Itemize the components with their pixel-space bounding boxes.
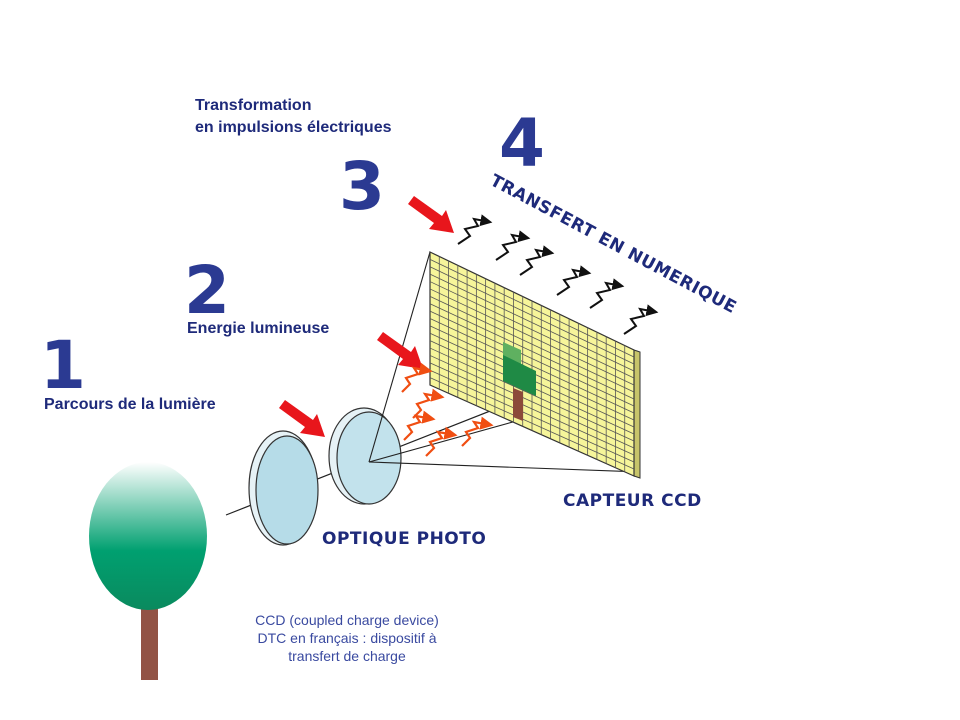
tree-trunk	[141, 600, 158, 680]
step-1-number: 1	[40, 327, 86, 404]
step-3: Transformation en impulsions électriques…	[195, 97, 392, 225]
light-cone	[368, 251, 641, 473]
optique-photo-label: OPTIQUE PHOTO	[322, 529, 486, 549]
note-line-1: CCD (coupled charge device)	[255, 612, 439, 628]
step-3-label-line1: Transformation	[195, 97, 311, 114]
sensor-tree-image-trunk	[513, 388, 523, 421]
step-4-number: 4	[499, 105, 545, 182]
step-1-label: Parcours de la lumière	[44, 396, 216, 413]
step-4-label: TRANSFERT EN NUMERIQUE	[487, 171, 740, 318]
ccd-note: CCD (coupled charge device) DTC en franç…	[255, 612, 439, 664]
capteur-ccd-label: CAPTEUR CCD	[563, 491, 702, 511]
red-arrow-3	[408, 196, 454, 233]
orange-sparks	[401, 362, 494, 457]
note-line-3: transfert de charge	[288, 648, 406, 664]
lens-2	[336, 411, 402, 505]
step-4: 4 TRANSFERT EN NUMERIQUE	[487, 105, 740, 318]
black-sparks	[457, 214, 659, 335]
step-3-label-line2: en impulsions électriques	[195, 119, 392, 136]
ccd-sensor	[429, 251, 641, 479]
red-arrow-2	[377, 332, 423, 369]
step-2-label: Energie lumineuse	[187, 320, 329, 337]
optique-photo	[248, 407, 402, 546]
sensor-tree-image-crown	[503, 355, 536, 396]
step-3-number: 3	[339, 148, 385, 225]
step-1: 1 Parcours de la lumière	[40, 327, 216, 413]
lens-1	[255, 435, 319, 545]
tree	[89, 462, 207, 680]
sensor-side	[633, 349, 641, 479]
step-2-number: 2	[184, 252, 230, 329]
red-arrows	[279, 196, 454, 437]
tree-crown	[89, 462, 207, 610]
note-line-2: DTC en français : dispositif à	[258, 630, 437, 646]
step-2: 2 Energie lumineuse	[184, 252, 329, 337]
red-arrow-1	[279, 400, 325, 437]
